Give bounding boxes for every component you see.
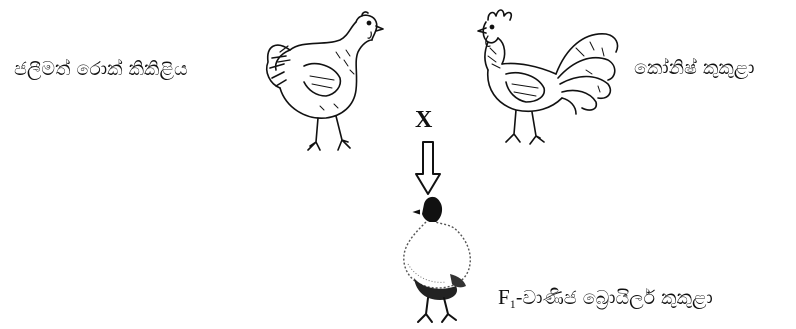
rooster-icon <box>477 9 619 145</box>
broiler-chicken-icon <box>403 196 471 323</box>
generation-subscript: 1 <box>509 297 516 311</box>
down-arrow-icon <box>415 141 441 195</box>
parent-female-label: ජලීමත් රොක් කිකිළිය <box>14 58 188 80</box>
offspring-name: -වාණිජ බ්‍රොයිලර් කුකුළා <box>515 287 713 309</box>
offspring-label: F1-වාණිජ බ්‍රොයිලර් කුකුළා <box>498 285 713 311</box>
hen-icon <box>265 11 384 151</box>
cross-symbol: X <box>415 107 433 133</box>
parent-male-label: කෝනිෂ් කුකුළා <box>634 57 755 79</box>
generation-prefix: F <box>498 285 510 309</box>
